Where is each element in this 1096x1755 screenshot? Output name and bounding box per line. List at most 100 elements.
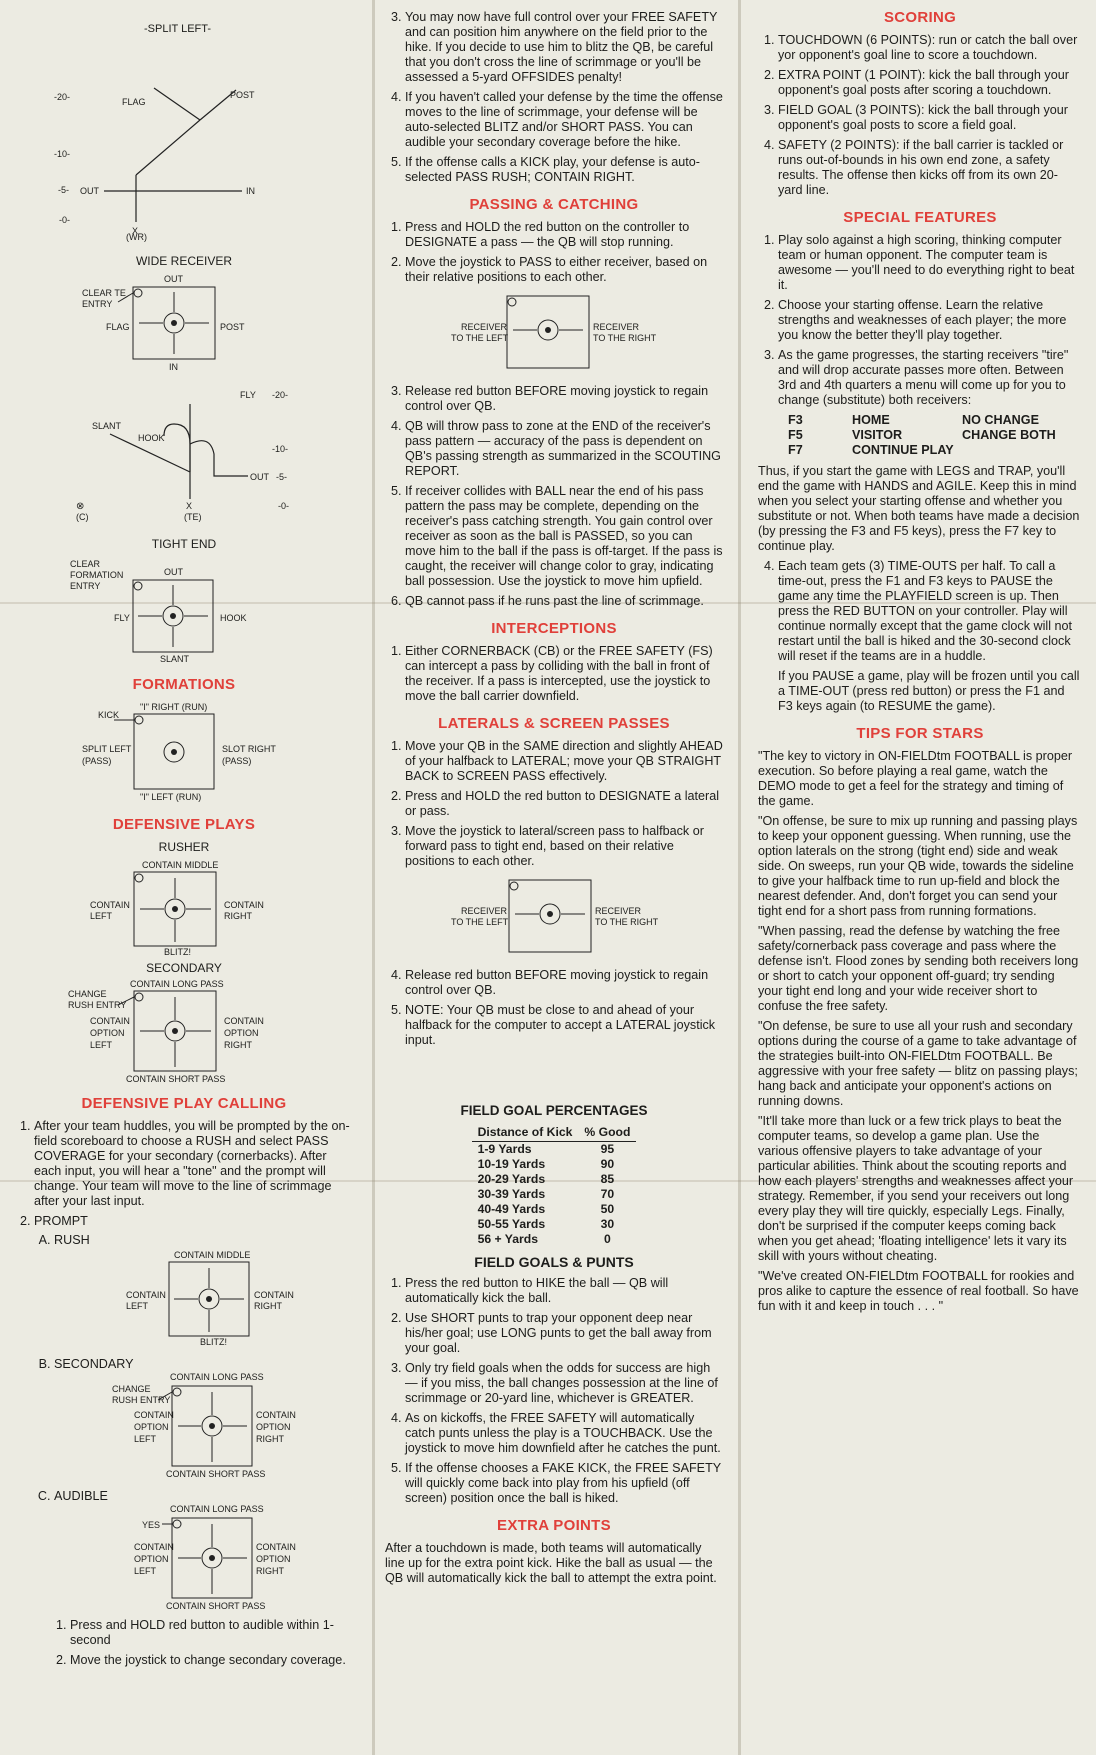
direction-label: RECEIVER — [593, 322, 640, 332]
direction-label: LEFT — [126, 1301, 149, 1311]
list-item: Press and HOLD the red button on the con… — [405, 220, 723, 250]
calling-continued-list: You may now have full control over your … — [385, 10, 723, 185]
route-label: FLY — [240, 390, 256, 400]
direction-label: POST — [220, 322, 245, 332]
calling-list: After your team huddles, you will be pro… — [14, 1119, 354, 1668]
list-item-text: If you PAUSE a game, play will be frozen… — [778, 669, 1080, 713]
list-item: EXTRA POINT (1 POINT): kick the ball thr… — [778, 68, 1082, 98]
svg-text:⊗: ⊗ — [76, 501, 84, 512]
key-action: VISITOR — [852, 428, 903, 442]
list-item: Move the joystick to PASS to either rece… — [405, 255, 723, 285]
extra-points-text: After a touchdown is made, both teams wi… — [385, 1541, 717, 1585]
list-item-text: RUSH — [54, 1233, 90, 1247]
route-label: FLAG — [122, 97, 146, 107]
tight-end-title: TIGHT END — [151, 537, 217, 551]
scoring-heading: SCORING — [883, 9, 957, 26]
direction-label: YES — [142, 1520, 160, 1530]
direction-label: OUT — [164, 274, 184, 284]
direction-label: RECEIVER — [461, 906, 508, 916]
direction-label: "I" RIGHT (RUN) — [140, 702, 207, 712]
key-action: NO CHANGE — [962, 413, 1039, 427]
table-cell: 30-39 Yards — [477, 1187, 546, 1201]
direction-label: LEFT — [134, 1434, 157, 1444]
direction-label: OPTION — [256, 1422, 291, 1432]
direction-label: OPTION — [90, 1028, 125, 1038]
yard-label: -20- — [54, 92, 70, 102]
direction-label: SPLIT LEFT — [82, 744, 132, 754]
direction-label: CONTAIN MIDDLE — [142, 860, 218, 870]
tight-end-joystick: CLEAR FORMATION ENTRY OUT FLY HOOK SLANT — [14, 555, 354, 665]
list-item: Release red button BEFORE moving joystic… — [405, 384, 723, 414]
special-features-list-b: Each team gets (3) TIME-OUTS per half. T… — [758, 559, 1082, 714]
list-item: Press and HOLD red button to audible wit… — [70, 1618, 354, 1648]
direction-label: RECEIVER — [461, 322, 508, 332]
route-label: OUT — [80, 186, 100, 196]
fg-percentages-title: FIELD GOAL PERCENTAGES — [460, 1103, 648, 1118]
route-label: HOOK — [138, 433, 165, 443]
formations-heading: FORMATIONS — [132, 676, 236, 693]
direction-label: CONTAIN LONG PASS — [170, 1372, 264, 1382]
direction-label: SLOT RIGHT — [222, 744, 276, 754]
direction-label: KICK — [98, 710, 119, 720]
secondary-title: SECONDARY — [146, 961, 222, 975]
direction-label: CONTAIN LONG PASS — [130, 979, 224, 989]
table-cell: 95 — [600, 1142, 615, 1156]
tip-paragraph: "When passing, read the defense by watch… — [758, 924, 1079, 1013]
direction-label: ENTRY — [82, 299, 112, 309]
key-action: CONTINUE PLAY — [852, 443, 954, 457]
list-item: FIELD GOAL (3 POINTS): kick the ball thr… — [778, 103, 1082, 133]
direction-label: CONTAIN — [134, 1542, 174, 1552]
direction-label: CONTAIN MIDDLE — [174, 1250, 250, 1260]
table-cell: 50 — [600, 1202, 615, 1216]
direction-label: RIGHT — [256, 1566, 285, 1576]
list-item: Each team gets (3) TIME-OUTS per half. T… — [778, 559, 1082, 714]
column-right: SCORING TOUCHDOWN (6 POINTS): run or cat… — [758, 10, 1082, 1319]
list-item: Only try field goals when the odds for s… — [405, 1361, 723, 1406]
direction-label: TO THE LEFT — [451, 333, 509, 343]
route-label: POST — [230, 90, 255, 100]
table-cell: 20-29 Yards — [477, 1172, 546, 1186]
list-item: SECONDARY CONTAIN LONG PASS CHANGE RUSH … — [54, 1357, 354, 1484]
list-item: After your team huddles, you will be pro… — [34, 1119, 354, 1209]
route-label: IN — [246, 186, 255, 196]
special-features-heading: SPECIAL FEATURES — [843, 209, 997, 226]
player-label: (C) — [76, 512, 89, 522]
list-item-text: SECONDARY — [54, 1357, 134, 1371]
yard-label: -5- — [58, 185, 69, 195]
table-cell: 50-55 Yards — [477, 1217, 546, 1231]
fold-line — [372, 0, 375, 1755]
direction-label: (PASS) — [82, 756, 111, 766]
list-item: Move the joystick to change secondary co… — [70, 1653, 354, 1668]
direction-label: TO THE RIGHT — [593, 333, 657, 343]
list-item: SAFETY (2 POINTS): if the ball carrier i… — [778, 138, 1082, 198]
laterals-heading: LATERALS & SCREEN PASSES — [438, 715, 670, 732]
tip-paragraph: "It'll take more than luck or a few tric… — [758, 1114, 1074, 1263]
list-item: As on kickoffs, the FREE SAFETY will aut… — [405, 1411, 723, 1456]
list-item: As the game progresses, the starting rec… — [778, 348, 1082, 408]
tight-end-diagram: FLY -20- SLANT HOOK -10- OUT -5- -0- X (… — [14, 384, 354, 534]
pass-joystick: RECEIVER TO THE LEFT RECEIVER TO THE RIG… — [451, 295, 657, 369]
list-item: Use SHORT punts to trap your opponent de… — [405, 1311, 723, 1356]
key-label: F7 — [788, 443, 803, 457]
secondary-call-joystick: CONTAIN LONG PASS CHANGE RUSH ENTRY CONT… — [112, 1372, 296, 1479]
table-header: Distance of Kick — [471, 1124, 579, 1142]
list-item: If the offense calls a KICK play, your d… — [405, 155, 723, 185]
list-item: You may now have full control over your … — [405, 10, 723, 85]
direction-label: OPTION — [134, 1422, 169, 1432]
direction-label: CONTAIN — [256, 1542, 296, 1552]
direction-label: HOOK — [220, 613, 247, 623]
direction-label: CONTAIN — [224, 900, 264, 910]
direction-label: CHANGE — [68, 989, 107, 999]
direction-label: RIGHT — [254, 1301, 283, 1311]
player-marker: X — [186, 501, 192, 511]
direction-label: CHANGE — [112, 1384, 151, 1394]
list-item: TOUCHDOWN (6 POINTS): run or catch the b… — [778, 33, 1082, 63]
list-item-text: AUDIBLE — [54, 1489, 108, 1503]
